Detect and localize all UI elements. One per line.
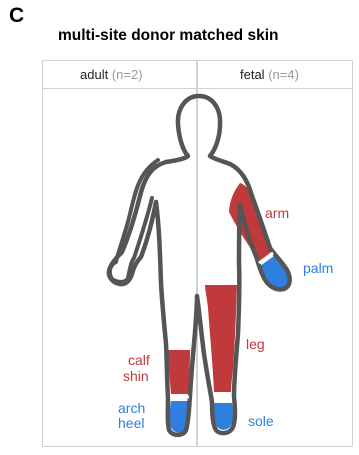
- leg-label: leg: [246, 337, 265, 352]
- sole-label: sole: [248, 414, 274, 429]
- calf-shin-segment: [168, 350, 190, 394]
- shin-label: shin: [123, 369, 149, 384]
- arch-label: arch: [118, 401, 145, 416]
- heel-label: heel: [118, 416, 144, 431]
- palm-label: palm: [303, 261, 333, 276]
- calf-label: calf: [128, 353, 150, 368]
- arm-label: arm: [265, 206, 289, 221]
